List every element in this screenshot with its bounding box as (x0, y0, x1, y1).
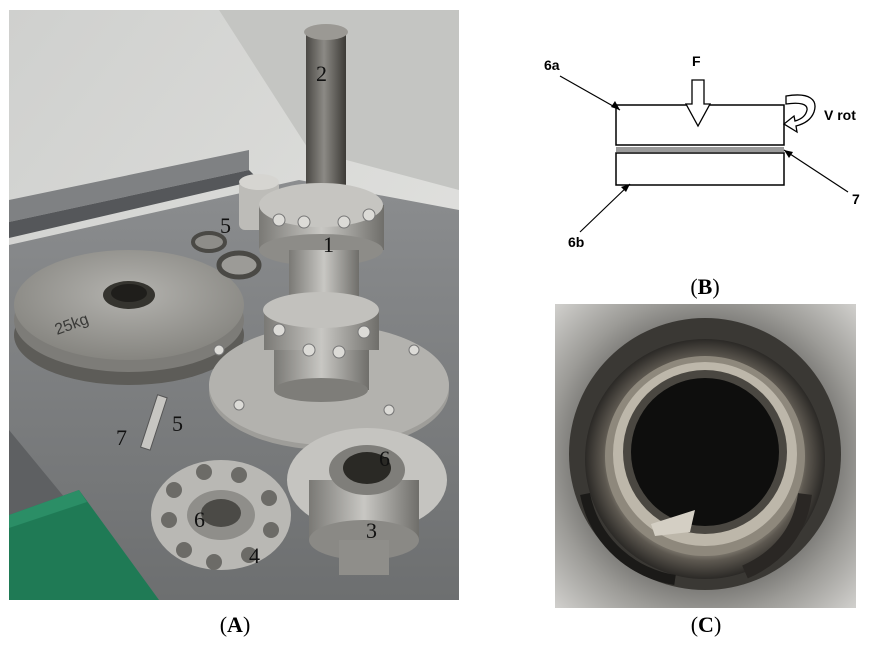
part-number-4: 4 (249, 543, 260, 568)
caption-c-letter: C (698, 612, 714, 637)
part-number-5-top: 5 (220, 213, 231, 238)
caption-a: (A) (219, 612, 251, 637)
photo-worn-ring-closeup (555, 304, 856, 608)
photo-c-image (555, 304, 856, 608)
photo-disassembled-rig: 25kg (9, 10, 459, 600)
force-arrow-icon (684, 79, 712, 128)
part-number-2: 2 (316, 61, 327, 86)
part-number-1: 1 (323, 232, 334, 257)
caption-b-letter: B (697, 274, 713, 299)
label-6b: 6b (568, 234, 584, 250)
schematic-svg: F V rot 6a 6b 7 (544, 53, 860, 250)
part-number-5-bar: 5 (172, 411, 183, 436)
caption-b: (B) (690, 274, 720, 299)
label-6a: 6a (544, 57, 560, 73)
lower-specimen-block (615, 152, 785, 186)
part-number-7: 7 (116, 425, 127, 450)
rotation-arrow-icon (782, 94, 816, 134)
photo-a-image: 25kg (9, 10, 459, 600)
abrasive-layer (616, 147, 784, 152)
part-number-6-hub: 6 (379, 446, 390, 471)
part-number-6-flange: 6 (194, 507, 205, 532)
schematic-diagram: F V rot 6a 6b 7 (518, 42, 873, 257)
label-7: 7 (852, 191, 860, 207)
part-number-3: 3 (366, 518, 377, 543)
caption-a-letter: A (227, 612, 243, 637)
force-label: F (692, 53, 701, 69)
rotation-label: V rot (824, 107, 856, 123)
caption-c: (C) (690, 612, 722, 637)
